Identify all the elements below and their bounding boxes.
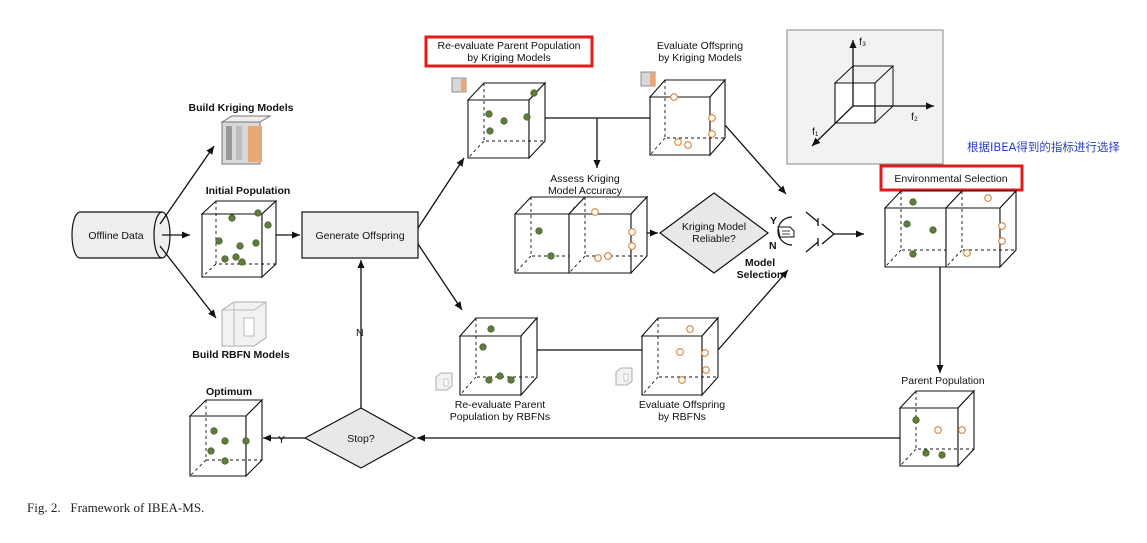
assess-label-1: Assess Kriging	[550, 173, 620, 185]
arrow-offline-to-rbfn	[159, 245, 217, 319]
parent-population-cube	[898, 389, 976, 468]
reeval-kriging-label-2: by Kriging Models	[467, 52, 550, 64]
reeval-rbfn-label-1: Re-evaluate Parent	[455, 399, 546, 411]
rbfn-model-icon	[221, 301, 267, 347]
stop-yes-label: Y	[278, 434, 285, 446]
axis-f1-label: f₁	[812, 126, 819, 138]
env-selection-highlight	[879, 164, 1024, 192]
eval-off-kriging-label-1: Evaluate Offspring	[657, 40, 743, 52]
eval-off-rbfn-label-1: Evaluate Offspring	[639, 399, 725, 411]
chinese-annotation: 根据IBEA得到的指标进行选择	[967, 140, 1120, 154]
kriging-model-icon	[220, 115, 272, 165]
arrow-eval-kriging-to-switch	[724, 124, 787, 195]
reeval-kriging-highlight	[424, 35, 594, 68]
eval-off-kriging-label-2: by Kriging Models	[658, 52, 741, 64]
build-kriging-label: Build Kriging Models	[189, 102, 294, 114]
objective-space-cube	[811, 40, 934, 147]
reliable-label-2: Reliable?	[692, 233, 736, 245]
arrow-eval-rbfn-to-switch	[717, 269, 789, 351]
env-selection-cube-left	[883, 190, 964, 268]
build-rbfn-label: Build RBFN Models	[192, 349, 290, 361]
reliable-no: N	[769, 240, 777, 252]
reeval-rbfn-label-2: Population by RBFNs	[450, 411, 550, 423]
model-selection-label-1: Model	[745, 257, 775, 269]
reliable-label-1: Kriging Model	[682, 221, 746, 233]
env-selection-label: Environmental Selection	[894, 173, 1007, 185]
assess-cube-right	[567, 195, 649, 275]
stop-decision-diamond	[303, 407, 417, 469]
offline-data-node: Offline Data	[71, 211, 171, 259]
generate-offspring-label: Generate Offspring	[315, 230, 404, 242]
axis-f2-label: f₂	[911, 111, 918, 123]
offline-data-label: Offline Data	[88, 230, 143, 242]
initial-population-label: Initial Population	[206, 185, 291, 197]
eval-off-rbfn-cube	[640, 316, 720, 397]
assess-label-2: Model Accuracy	[548, 185, 623, 197]
hand-pointer-icon	[777, 226, 795, 238]
env-selection-cube-right	[944, 189, 1018, 269]
optimum-cube	[188, 398, 264, 478]
switch-arc	[777, 216, 793, 246]
reliable-decision-diamond	[658, 192, 770, 274]
eval-off-kriging-cube	[648, 78, 727, 157]
initial-population-cube	[200, 199, 278, 279]
generate-offspring-box	[301, 211, 419, 259]
stop-no-label: N	[356, 327, 364, 339]
kriging-mini-icon-2	[640, 71, 656, 87]
arrow-generate-to-kriging-reeval	[417, 157, 465, 229]
rbfn-mini-icon-1	[435, 372, 453, 391]
reeval-rbfn-cube	[458, 316, 539, 397]
arrow-generate-to-rbfn-reeval	[417, 243, 463, 311]
arrow-offline-to-kriging	[159, 145, 215, 225]
parent-population-label: Parent Population	[901, 375, 985, 387]
figure-caption: Fig. 2. Framework of IBEA-MS.	[27, 500, 204, 515]
stop-label: Stop?	[347, 433, 375, 445]
model-selection-switch	[805, 211, 835, 253]
optimum-label: Optimum	[206, 386, 252, 398]
kriging-mini-icon-1	[451, 77, 467, 93]
reeval-kriging-label-1: Re-evaluate Parent Population	[437, 40, 580, 52]
model-selection-label-2: Selection	[737, 269, 784, 281]
axis-f1	[811, 105, 854, 147]
reeval-kriging-cube	[466, 81, 547, 160]
axis-f3-label: f₃	[859, 36, 866, 48]
eval-off-rbfn-label-2: by RBFNs	[658, 411, 706, 423]
reliable-yes: Y	[770, 215, 777, 227]
rbfn-mini-icon-2	[615, 367, 633, 386]
